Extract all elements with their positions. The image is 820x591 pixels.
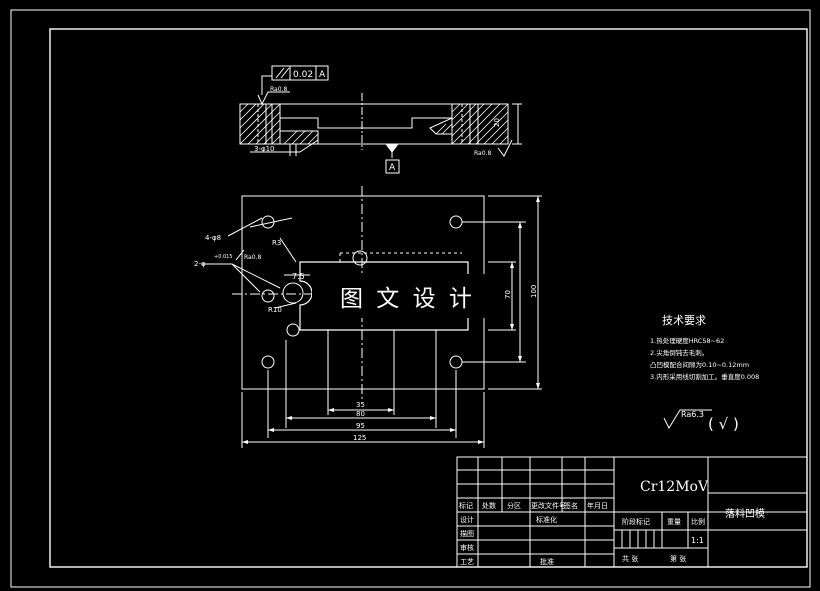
flatness-datum: A bbox=[319, 70, 326, 80]
header-zone: 分区 bbox=[507, 501, 521, 510]
title-block bbox=[456, 456, 808, 568]
dim-r10: R10 bbox=[268, 306, 282, 314]
row-design: 设计 bbox=[460, 515, 474, 524]
row-check: 审核 bbox=[460, 543, 474, 552]
header-date: 年月日 bbox=[587, 501, 608, 510]
part-name: 落料凹模 bbox=[725, 507, 765, 520]
dim-r3: R3 bbox=[272, 239, 281, 247]
watermark-text: 图 文 设 计 bbox=[340, 286, 475, 312]
roughness-holes: Ra0.8 bbox=[244, 254, 261, 261]
stage-mark: 阶段标记 bbox=[622, 517, 650, 526]
header-signature: 签名 bbox=[564, 501, 578, 510]
row-standardize: 标准化 bbox=[536, 515, 557, 524]
weight-label: 重量 bbox=[667, 518, 681, 526]
row-process: 工艺 bbox=[460, 558, 474, 566]
row-approve: 批准 bbox=[540, 557, 554, 566]
datum-label: A bbox=[389, 163, 396, 173]
header-count: 处数 bbox=[482, 501, 496, 510]
dim-35: 35 bbox=[356, 401, 365, 409]
roughness-right: Ra0.8 bbox=[474, 150, 491, 157]
header-mark: 标记 bbox=[459, 501, 473, 510]
scale-value: 1:1 bbox=[691, 536, 704, 545]
outer-border bbox=[10, 9, 811, 588]
roughness-symbol bbox=[663, 409, 712, 430]
roughness-note-value: Ra6.3 bbox=[681, 410, 704, 419]
scale-label: 比例 bbox=[691, 517, 705, 526]
dim-7-5: 7.5 bbox=[292, 272, 305, 281]
dim-95: 95 bbox=[356, 422, 365, 430]
roughness-note-other: ( √ ) bbox=[708, 415, 739, 433]
holes-callout-4: 4-φ8 bbox=[205, 234, 221, 242]
watermark-box bbox=[312, 274, 502, 318]
tech-item-2: 2.尖角倒钝去毛刺。 bbox=[650, 348, 708, 357]
row-trace: 描图 bbox=[460, 529, 474, 538]
dim-125: 125 bbox=[353, 434, 366, 442]
section-view bbox=[239, 65, 522, 174]
header-change-doc: 更改文件号 bbox=[531, 501, 566, 510]
pin-callout: 2-φ bbox=[194, 260, 206, 268]
total-sheets: 共 张 bbox=[622, 554, 638, 563]
dim-100: 100 bbox=[530, 285, 538, 298]
dim-80: 80 bbox=[356, 410, 365, 418]
inner-border bbox=[49, 28, 808, 568]
flatness-value: 0.02 bbox=[293, 70, 313, 80]
roughness-top: Ra0.8 bbox=[270, 86, 287, 93]
material-label: Cr12MoV bbox=[640, 479, 709, 495]
dim-70: 70 bbox=[504, 290, 512, 299]
tech-item-4: 3.内形采用线切割加工。垂直度0.008 bbox=[650, 372, 759, 381]
dimension-arrows bbox=[242, 196, 540, 444]
tech-item-1: 1.热处理硬度HRC58~62 bbox=[650, 336, 724, 345]
sheet-number: 第 张 bbox=[670, 554, 686, 563]
hole-callout-3: 3-φ10 bbox=[254, 145, 275, 153]
tech-title: 技术要求 bbox=[662, 314, 706, 327]
height-dim: 20 bbox=[493, 118, 501, 127]
tech-item-3: 凸凹模配合间隙为0.10~0.12mm bbox=[650, 360, 749, 369]
pin-fit: +0.015 bbox=[214, 254, 233, 260]
